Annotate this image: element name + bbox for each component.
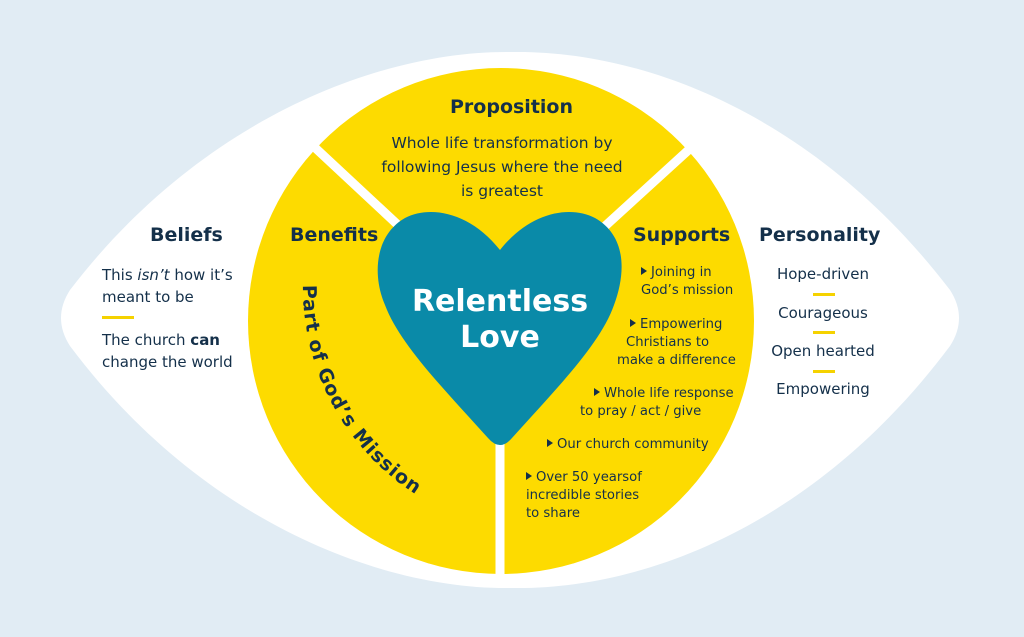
bullet-icon [641,267,647,275]
proposition-line: is greatest [461,182,543,200]
proposition-line: Whole life transformation by [391,134,613,152]
support-item: Empowering Christians to make a differen… [617,317,736,368]
personality-heading: Personality [759,224,881,246]
bullet-icon [630,319,636,327]
belief-item: The church can change the world [102,331,233,371]
support-item: Whole life response to pray / act / give [580,386,734,419]
support-item: Our church community [547,436,709,454]
personality-item: Courageous [778,304,868,322]
belief-item: This isn’t how it’s meant to be [102,266,233,306]
divider-bar [813,370,835,373]
proposition-text: Whole life transformation by following J… [362,131,642,203]
center-title-line2: Love [460,320,540,355]
personality-item: Empowering [776,380,870,398]
beliefs-heading: Beliefs [150,224,223,246]
support-item: Over 50 yearsof incredible stories to sh… [526,470,642,521]
support-item: Joining in God’s mission [641,265,734,298]
personality-item: Hope-driven [776,265,870,283]
supports-heading: Supports [633,224,731,246]
center-title: Relentless Love [380,284,620,356]
heart-icon [377,211,622,445]
personality-item: Open hearted [771,342,875,360]
divider-bar [813,293,835,296]
benefits-heading: Benefits [290,224,379,246]
bullet-icon [526,472,532,480]
proposition-heading: Proposition [450,96,573,118]
bullet-icon [594,388,600,396]
center-title-line1: Relentless [411,284,589,319]
proposition-line: following Jesus where the need [381,158,623,176]
bullet-icon [547,439,553,447]
divider-bar [813,331,835,334]
divider-bar [102,316,134,319]
